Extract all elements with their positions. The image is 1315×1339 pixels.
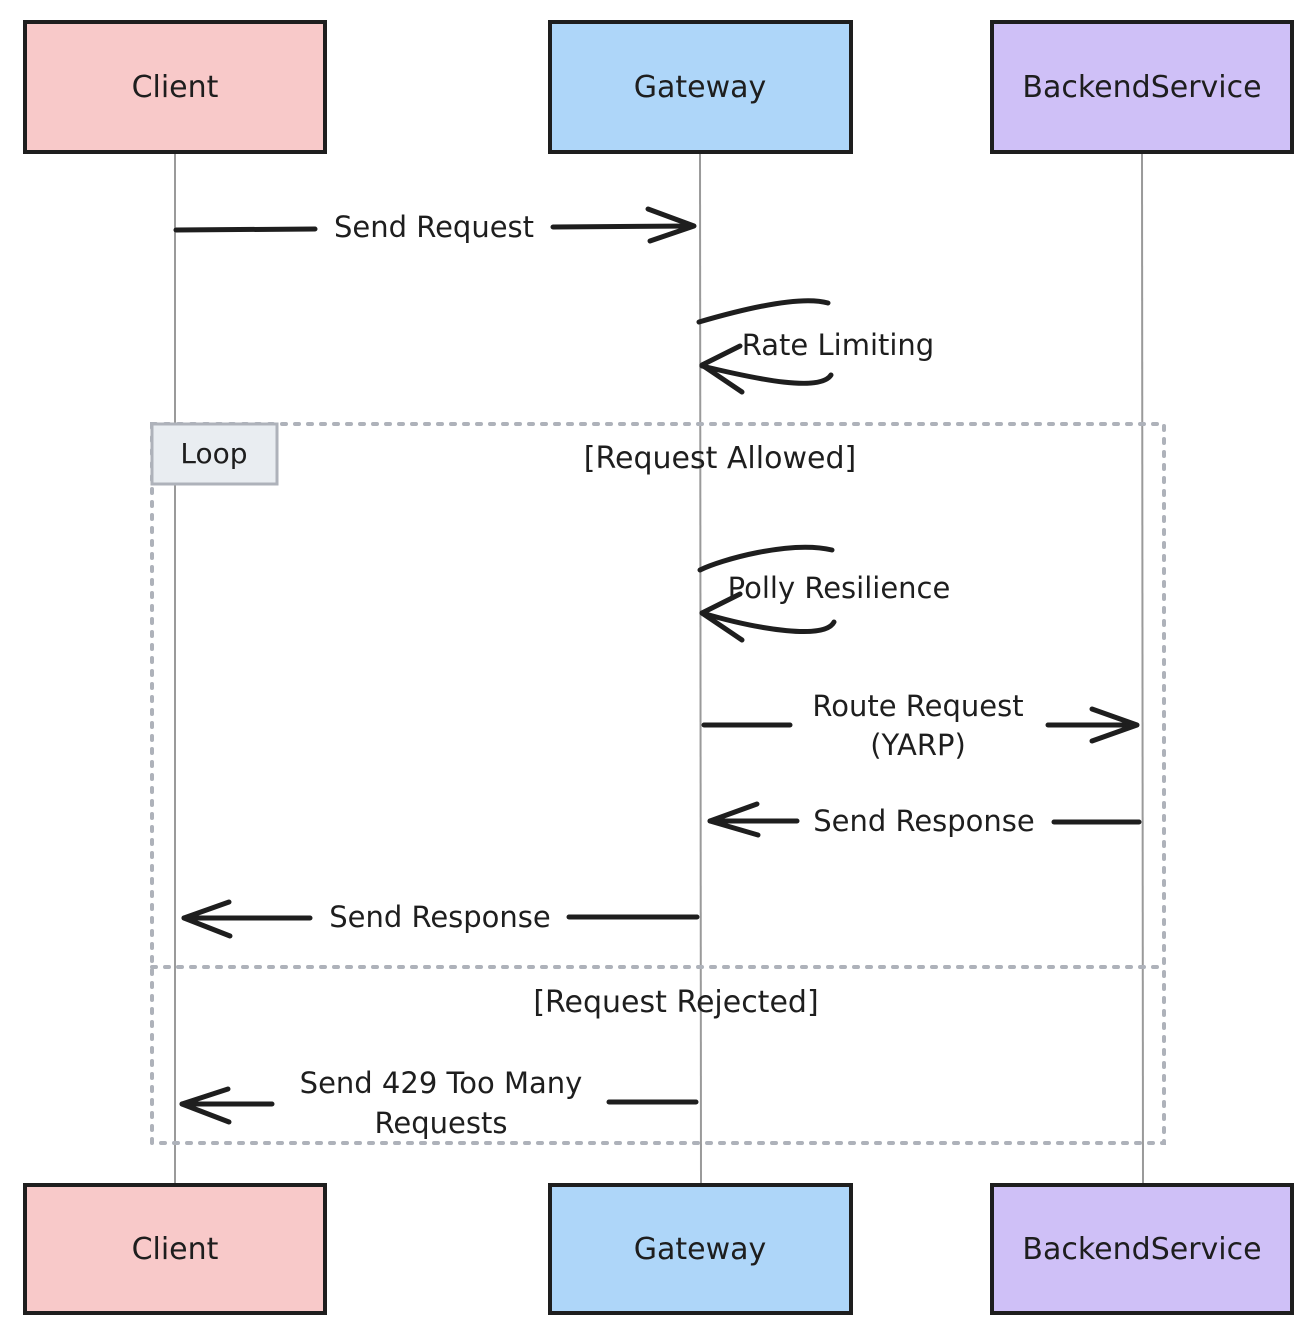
message-label-line2: (YARP) [870,728,966,762]
message-line [173,226,318,233]
actor-box [23,20,327,154]
actor-box [548,1183,853,1315]
message-label: Polly Resilience [728,571,951,605]
actor-client-top[interactable]: Client [23,20,327,154]
message-send-response-client[interactable]: Send Response [181,899,700,939]
self-loop-line [697,544,835,573]
actor-gateway-top[interactable]: Gateway [548,20,853,154]
actor-label: Client [132,70,219,105]
message-polly-resilience[interactable]: Polly Resilience [697,544,951,643]
actor-box [23,1183,327,1315]
loop-label-box [150,422,279,486]
arrowhead-left-icon [699,591,745,643]
self-loop-line [699,610,837,635]
actor-backend-top[interactable]: BackendService [990,20,1294,154]
actor-label: Client [132,1232,219,1267]
message-label-line1: Route Request [812,689,1023,723]
arrowhead-left-icon [707,801,761,838]
actor-box [548,20,853,154]
message-label: Send Request [334,210,534,244]
actor-client-bottom[interactable]: Client [23,1183,327,1315]
arrowhead-right-icon [1089,706,1140,744]
message-line [550,223,695,230]
message-route-request[interactable]: Route Request (YARP) [701,689,1140,762]
actor-label: BackendService [1022,70,1261,105]
message-send-429[interactable]: Send 429 Too Many Requests [179,1066,699,1140]
guard-request-rejected: [Request Rejected] [533,985,818,1020]
message-send-response-backend[interactable]: Send Response [707,801,1142,838]
message-label-line2: Requests [375,1106,508,1140]
loop-frame: Loop [Request Allowed] [Request Rejected… [150,422,1166,1145]
message-label-line1: Send 429 Too Many [300,1066,583,1100]
lifeline-backend [1141,151,1144,1186]
arrowhead-left-icon [699,343,745,395]
actor-label: Gateway [634,1232,767,1267]
message-label: Rate Limiting [742,328,934,362]
message-label: Send Response [813,804,1035,838]
self-loop-line [699,363,834,386]
arrowhead-left-icon [179,1086,232,1125]
loop-label: Loop [180,437,247,470]
actor-gateway-bottom[interactable]: Gateway [548,1183,853,1315]
guard-request-allowed: [Request Allowed] [584,441,856,476]
message-rate-limiting[interactable]: Rate Limiting [696,298,934,395]
self-loop-line [696,298,831,325]
actor-label: Gateway [634,70,767,105]
loop-frame-border [150,422,1166,1145]
actor-box [990,1183,1294,1315]
arrowhead-left-icon [181,899,233,939]
message-label: Send Response [329,900,551,934]
lifeline-gateway [699,151,702,1186]
message-send-request[interactable]: Send Request [173,206,697,244]
actor-label: BackendService [1022,1232,1261,1267]
actor-box [990,20,1294,154]
arrowhead-right-icon [645,206,697,244]
actor-backend-bottom[interactable]: BackendService [990,1183,1294,1315]
